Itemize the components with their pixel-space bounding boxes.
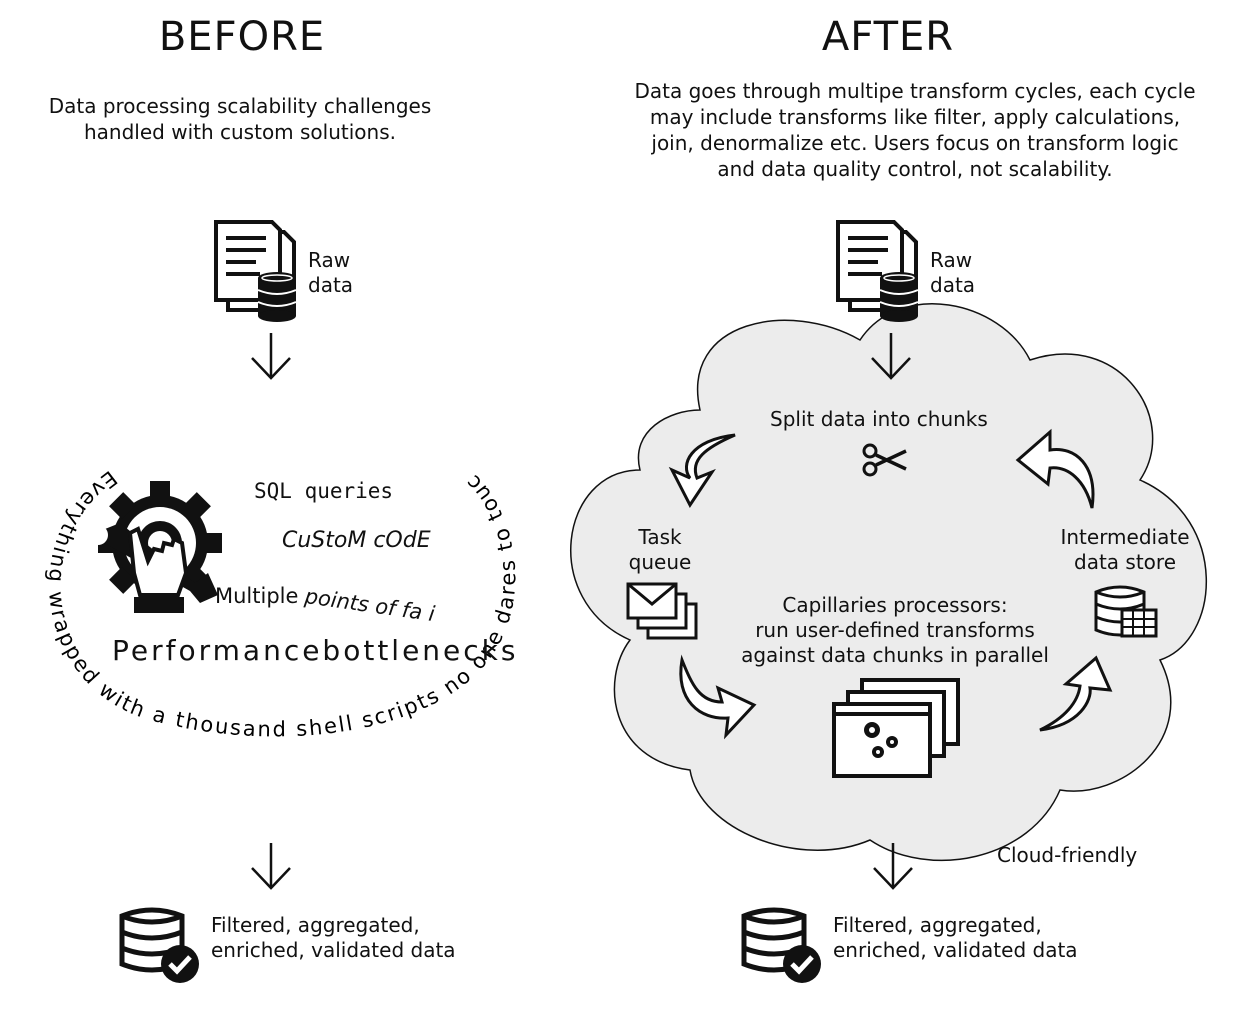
curved-arrow-split-to-queue xyxy=(668,433,736,508)
multiple-points-label: Multiple points of fa i xyxy=(215,584,437,627)
after-title: AFTER xyxy=(821,14,955,60)
curved-arrow-processors-to-store xyxy=(1039,655,1113,732)
custom-code-label: CuStoM cOdE xyxy=(282,528,431,553)
before-down-arrow-2 xyxy=(250,841,292,890)
curved-arrow-store-to-split xyxy=(1015,428,1095,509)
after-output-db-icon xyxy=(744,910,821,983)
before-down-arrow-1 xyxy=(250,331,292,380)
performance-bottlenecks-label: Performancebottlenecks xyxy=(112,634,519,667)
gear-hand-icon xyxy=(88,481,222,613)
split-chunks-label: Split data into chunks xyxy=(770,407,988,431)
processors-label: Capillaries processors: run user-defined… xyxy=(741,593,1049,667)
before-description: Data processing scalability challenges h… xyxy=(48,94,432,144)
spiral-text: Everything wrapped with a thousand shell… xyxy=(0,0,520,741)
intermediate-store-icon xyxy=(1094,585,1158,638)
curved-arrow-queue-to-processors xyxy=(679,654,757,740)
before-raw-data-icon xyxy=(214,220,298,324)
before-raw-data-label: Raw data xyxy=(308,248,354,297)
after-raw-data-icon xyxy=(836,220,920,324)
sql-queries-label: SQL queries xyxy=(254,479,394,503)
scissors-icon xyxy=(862,443,907,477)
task-queue-label: Task queue xyxy=(628,525,692,574)
after-raw-data-label: Raw data xyxy=(930,248,976,297)
envelope-stack-icon xyxy=(626,582,698,640)
before-title: BEFORE xyxy=(158,14,326,60)
after-description: Data goes through multipe transform cycl… xyxy=(634,79,1196,181)
before-output-label: Filtered, aggregated, enriched, validate… xyxy=(211,913,456,962)
before-output-db-icon xyxy=(122,910,199,983)
cloud-friendly-label: Cloud-friendly xyxy=(997,843,1138,867)
processors-windows-icon xyxy=(832,678,960,778)
after-output-label: Filtered, aggregated, enriched, validate… xyxy=(833,913,1078,962)
intermediate-store-label: Intermediate data store xyxy=(1060,525,1190,574)
